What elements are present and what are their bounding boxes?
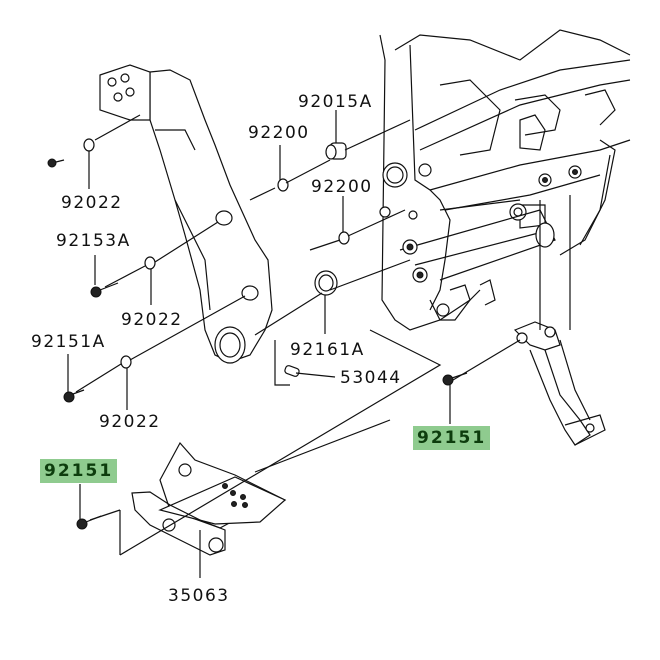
part-label-92200-lower[interactable]: 92200 xyxy=(311,177,373,197)
footpeg-bracket-35063 xyxy=(131,441,287,556)
part-label-92151-highlighted-right[interactable]: 92151 xyxy=(413,426,491,450)
hardware-parts xyxy=(47,138,468,530)
part-label-92022-middle[interactable]: 92022 xyxy=(121,310,183,330)
leader-lines xyxy=(67,110,571,578)
part-label-92151-highlighted-left[interactable]: 92151 xyxy=(40,459,118,483)
part-label-92022-top[interactable]: 92022 xyxy=(61,193,123,213)
frame-assembly xyxy=(379,29,631,331)
part-label-35063[interactable]: 35063 xyxy=(168,586,230,606)
rear-footrest-bracket xyxy=(513,321,606,446)
part-label-92200-upper[interactable]: 92200 xyxy=(248,123,310,143)
part-label-92153A[interactable]: 92153A xyxy=(56,231,131,251)
part-label-53044[interactable]: 53044 xyxy=(340,368,402,388)
part-label-92161A[interactable]: 92161A xyxy=(290,340,365,360)
part-label-92151A[interactable]: 92151A xyxy=(31,332,106,352)
left-frame-bracket xyxy=(99,64,273,364)
part-label-92015A[interactable]: 92015A xyxy=(298,92,373,112)
part-label-92022-bottom[interactable]: 92022 xyxy=(99,412,161,432)
